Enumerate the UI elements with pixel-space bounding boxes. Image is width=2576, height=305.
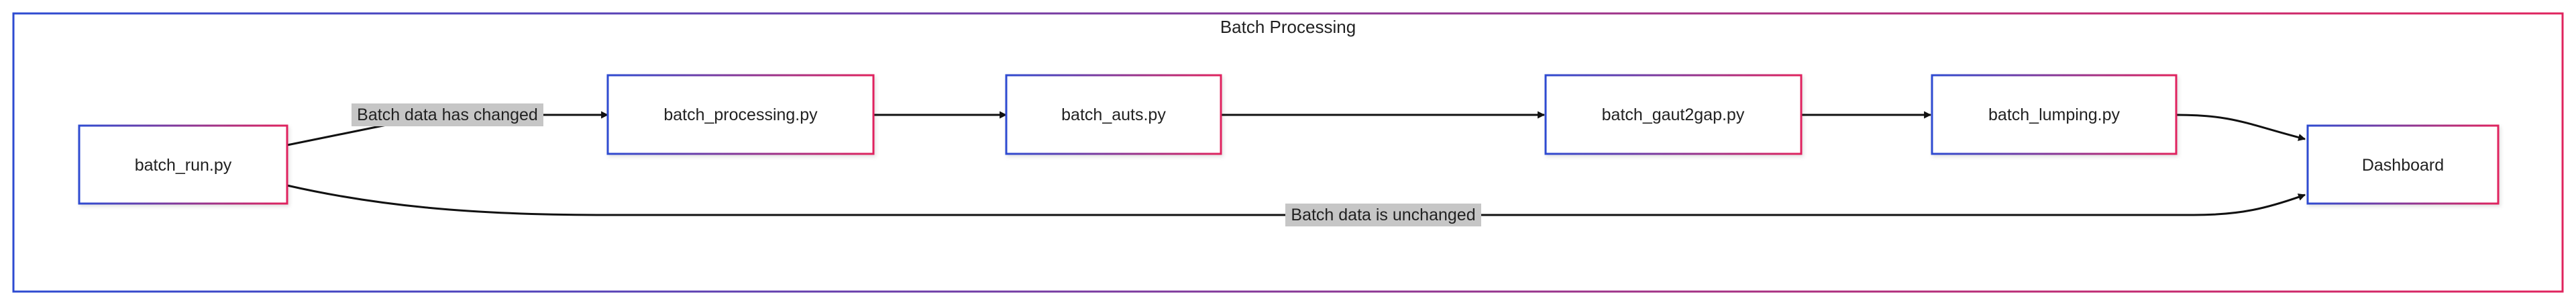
- node-dashboard-label: Dashboard: [2362, 156, 2444, 175]
- node-batch-processing[interactable]: batch_processing.py: [606, 74, 875, 155]
- edge-label-unchanged-text: Batch data is unchanged: [1291, 206, 1475, 224]
- node-batch-auts-label: batch_auts.py: [1061, 105, 1166, 124]
- edge-label-changed: Batch data has changed: [352, 103, 543, 126]
- node-batch-run-label: batch_run.py: [135, 156, 232, 175]
- edges: [286, 111, 2306, 216]
- node-batch-lumping-label: batch_lumping.py: [1988, 105, 2120, 124]
- node-batch-gaut2gap-label: batch_gaut2gap.py: [1602, 105, 1745, 124]
- node-batch-auts[interactable]: batch_auts.py: [1005, 74, 1222, 155]
- group-container: [12, 12, 2564, 293]
- node-batch-processing-label: batch_processing.py: [663, 105, 818, 124]
- edge-label-changed-text: Batch data has changed: [357, 105, 538, 124]
- node-batch-lumping[interactable]: batch_lumping.py: [1931, 74, 2178, 155]
- edge-run-to-label-changed: [286, 124, 387, 146]
- node-dashboard[interactable]: Dashboard: [2306, 124, 2500, 205]
- group-title: Batch Processing: [1220, 17, 1356, 37]
- node-batch-gaut2gap[interactable]: batch_gaut2gap.py: [1544, 74, 1803, 155]
- edge-lumping-to-dashboard: [2176, 114, 2306, 141]
- node-batch-run[interactable]: batch_run.py: [78, 124, 288, 205]
- edge-run-to-dashboard: [286, 184, 2306, 216]
- edge-label-unchanged: Batch data is unchanged: [1285, 204, 1481, 226]
